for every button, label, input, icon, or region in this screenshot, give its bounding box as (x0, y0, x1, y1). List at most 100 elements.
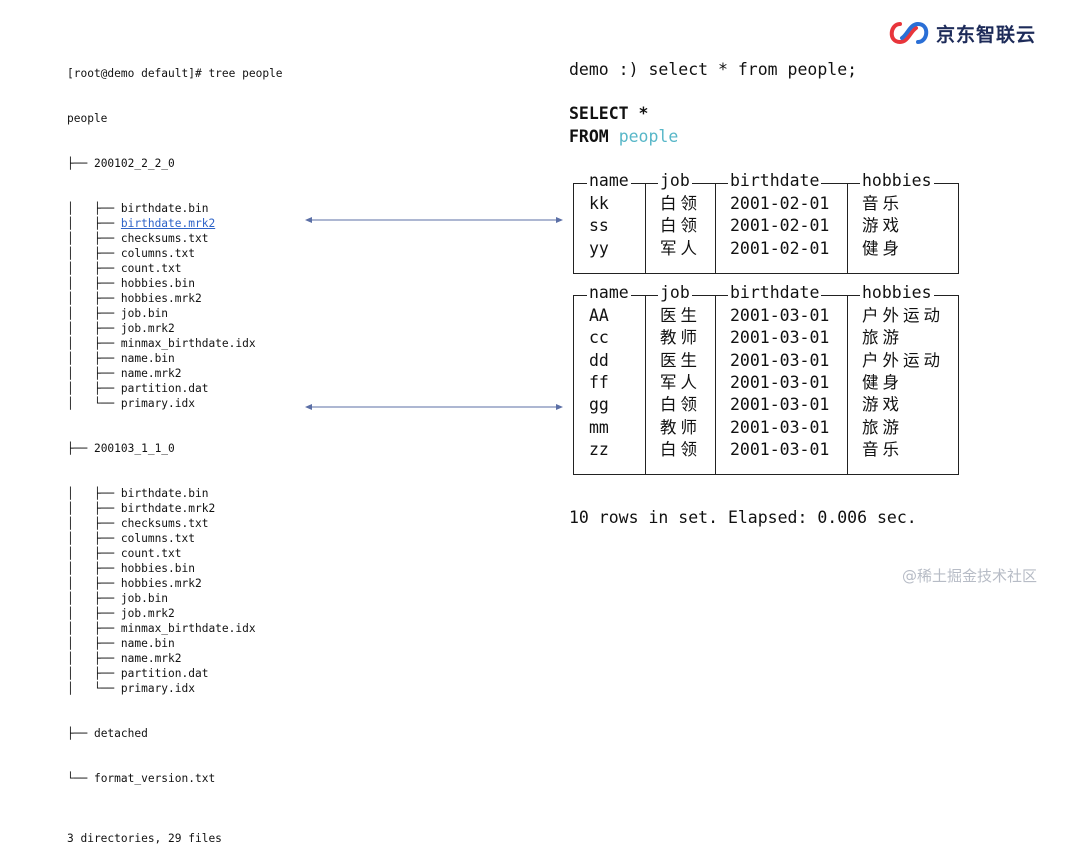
tree-dir-partition1: ├── 200102_2_2_0 (67, 157, 175, 170)
brand-logo-icon (889, 21, 929, 45)
table-cell: 教师 (660, 417, 701, 437)
tree-file: │ ├── birthdate.bin (67, 487, 209, 500)
table-cell: 音乐 (862, 194, 903, 213)
tree-file: │ ├── checksums.txt (67, 232, 209, 245)
table-cell: 医生 (660, 350, 701, 370)
tree-file: │ ├── partition.dat (67, 667, 209, 680)
tree-file-name: count.txt (120, 547, 182, 560)
table-cell: 户外运动 (862, 306, 944, 325)
table-cell: 2001-02-01 (730, 194, 830, 213)
table-cell: ff (589, 372, 609, 392)
tree-file: │ ├── hobbies.bin (67, 562, 195, 575)
tree-file: │ ├── birthdate.bin (67, 202, 209, 215)
column-header-name: name (587, 171, 631, 191)
tree-file: │ ├── birthdate.mrk2 (67, 502, 216, 515)
table-cell: 2001-03-01 (730, 328, 830, 348)
table-cell: 2001-03-01 (730, 395, 830, 415)
table-cell: 健身 (862, 238, 903, 258)
column-header-hobbies: hobbies (860, 171, 934, 191)
tree-file-name: birthdate.bin (120, 202, 209, 215)
column-header-birthdate: birthdate (728, 283, 822, 303)
tree-file-name: name.bin (120, 352, 175, 365)
column-header-job: job (658, 283, 692, 303)
tree-file-name: minmax_birthdate.idx (120, 622, 256, 635)
tree-file-name: hobbies.bin (120, 562, 195, 575)
tree-file-name: name.mrk2 (120, 652, 182, 665)
column-header-name: name (587, 283, 631, 303)
column-divider (847, 296, 848, 474)
table-cell: 白领 (660, 439, 701, 459)
table-cell: 教师 (660, 328, 701, 348)
table-cell: 军人 (660, 238, 701, 258)
watermark: @稀土掘金技术社区 (902, 567, 1038, 585)
tree-file: │ ├── job.mrk2 (67, 607, 175, 620)
table-cell: cc (589, 328, 609, 348)
query-footer: 10 rows in set. Elapsed: 0.006 sec. (569, 508, 917, 527)
table-cell: 2001-03-01 (730, 350, 830, 370)
command-line: [root@demo default]# tree people (67, 67, 283, 80)
tree-dir-partition2: ├── 200103_1_1_0 (67, 442, 175, 455)
tree-file: │ ├── count.txt (67, 262, 182, 275)
table-cell: zz (589, 439, 609, 459)
tree-file-name: birthdate.bin (120, 487, 209, 500)
partition2-files: │ ├── birthdate.bin │ ├── birthdate.mrk2 │… (67, 486, 283, 696)
tree-file-name: partition.dat (120, 667, 209, 680)
sql-table-name: people (618, 127, 679, 146)
tree-file-name: job.bin (120, 307, 169, 320)
brand-name: 京东智联云 (936, 23, 1037, 46)
sql-prompt: demo :) select * from people; (569, 60, 858, 79)
tree-root: people (67, 112, 108, 125)
tree-file: │ ├── columns.txt (67, 532, 195, 545)
tree-file-name: primary.idx (120, 397, 195, 410)
table-cell: 音乐 (862, 439, 903, 459)
sql-from-line: FROM people (569, 127, 678, 146)
tree-dir-detached: ├── detached (67, 727, 148, 740)
tree-file-name: name.bin (120, 637, 175, 650)
table-cell: dd (589, 350, 609, 370)
table-cell: ss (589, 216, 609, 236)
column-header-hobbies: hobbies (860, 283, 934, 303)
tree-file: │ ├── hobbies.mrk2 (67, 577, 202, 590)
tree-file: │ ├── count.txt (67, 547, 182, 560)
tree-file-name: count.txt (120, 262, 182, 275)
table-cell: 医生 (660, 306, 701, 325)
tree-file-name: primary.idx (120, 682, 195, 695)
sql-select-line: SELECT * (569, 104, 649, 123)
column-header-job: job (658, 171, 692, 191)
table-cell: 旅游 (862, 328, 903, 348)
sql-from-keyword: FROM (569, 127, 609, 146)
tree-file: │ ├── hobbies.mrk2 (67, 292, 202, 305)
tree-file-name[interactable]: birthdate.mrk2 (120, 217, 216, 230)
table-cell: 白领 (660, 216, 701, 236)
tree-file-name: checksums.txt (120, 517, 209, 530)
tree-file-name: columns.txt (120, 532, 195, 545)
tree-file-name: job.mrk2 (120, 322, 175, 335)
table-cell: 白领 (660, 395, 701, 415)
table-cell: 游戏 (862, 216, 903, 236)
column-header-birthdate: birthdate (728, 171, 822, 191)
table-cell: AA (589, 306, 609, 325)
tree-file-name: job.bin (120, 592, 169, 605)
tree-file: │ ├── job.mrk2 (67, 322, 175, 335)
column-divider (715, 184, 716, 273)
table-cell: 2001-03-01 (730, 306, 830, 325)
column-divider (645, 296, 646, 474)
table-cell: 健身 (862, 372, 903, 392)
tree-file: │ ├── job.bin (67, 307, 169, 320)
tree-file: │ ├── minmax_birthdate.idx (67, 622, 256, 635)
arrow-partition1-to-result1 (305, 217, 563, 223)
tree-file-name: job.mrk2 (120, 607, 175, 620)
tree-file-name: checksums.txt (120, 232, 209, 245)
tree-file-name: name.mrk2 (120, 367, 182, 380)
table-cell: 白领 (660, 194, 701, 213)
column-divider (645, 184, 646, 273)
tree-file: │ ├── hobbies.bin (67, 277, 195, 290)
tree-file-name: partition.dat (120, 382, 209, 395)
column-divider (847, 184, 848, 273)
arrow-partition2-to-result2 (305, 404, 563, 410)
tree-file: │ ├── columns.txt (67, 247, 195, 260)
table-cell: 户外运动 (862, 350, 944, 370)
tree-file: │ ├── name.mrk2 (67, 652, 182, 665)
